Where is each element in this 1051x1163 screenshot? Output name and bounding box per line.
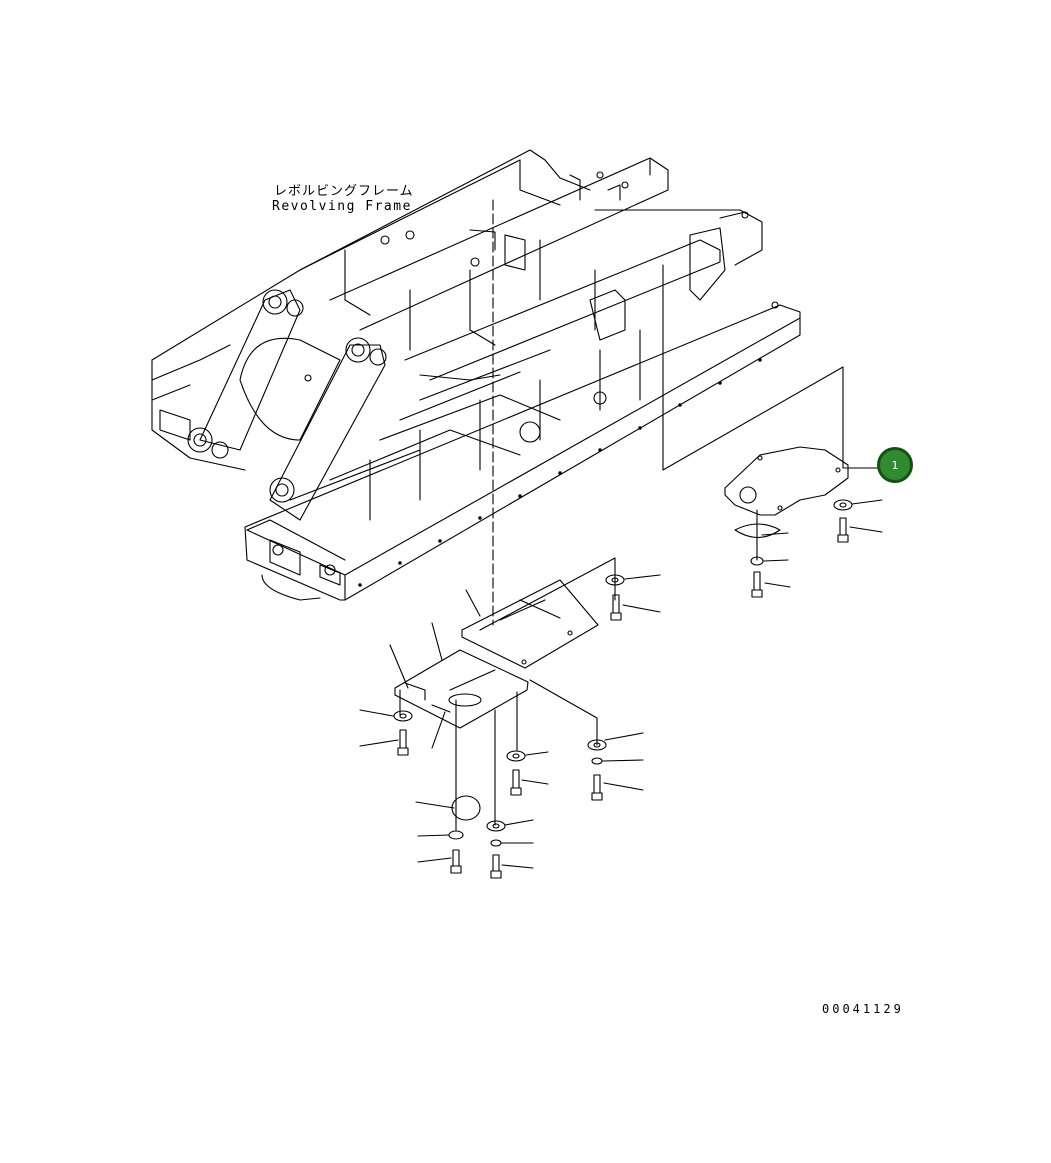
bottom-cover-a — [461, 579, 599, 669]
part-callout-1[interactable]: 1 — [877, 447, 913, 483]
frame-label-japanese: レボルビングフレーム — [274, 184, 414, 199]
bottom-cover-b — [394, 649, 529, 729]
assembly-lines — [399, 199, 881, 831]
part-callout-number: 1 — [891, 458, 899, 472]
frame-label-english: Revolving Frame — [272, 199, 412, 214]
drawing-number: 00041129 — [822, 1002, 904, 1016]
reference-leaders — [359, 499, 883, 869]
cover-plate-part-1 — [724, 446, 849, 539]
fasteners — [393, 499, 853, 879]
revolving-frame — [151, 149, 801, 601]
